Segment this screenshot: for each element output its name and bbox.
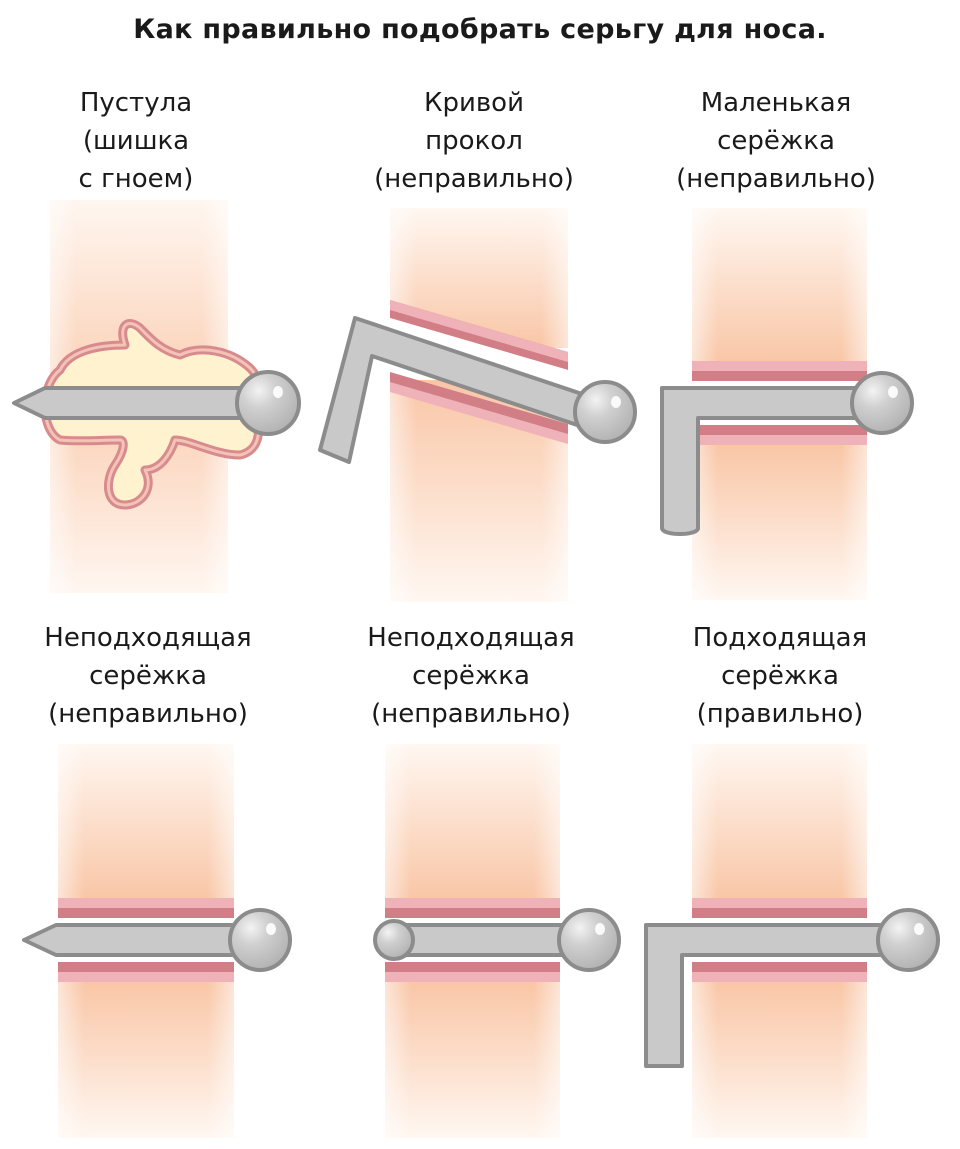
panel-label-pustule: Пустула (шишка с гноем) — [0, 84, 296, 198]
ball-highlight — [914, 923, 924, 935]
label-line: прокол — [425, 126, 523, 156]
stud-ball — [235, 370, 301, 436]
label-line: (неправильно) — [371, 699, 571, 729]
canal-upper-dark — [58, 908, 234, 918]
screw-ball — [573, 380, 637, 444]
label-line: Неподходящая — [367, 623, 575, 653]
stud-ball — [876, 908, 940, 972]
canal-lower-light — [692, 972, 867, 982]
diagram-title: Как правильно подобрать серьгу для носа. — [133, 14, 827, 45]
ball-highlight — [266, 923, 276, 935]
unsuitable-earring-pointed-panel — [22, 744, 292, 1138]
label-line: Маленькая — [700, 88, 852, 118]
stud-ball — [228, 908, 292, 972]
label-line: Неподходящая — [44, 623, 252, 653]
stud-pin — [12, 386, 260, 420]
canal-upper-light — [692, 361, 867, 371]
stud-ball — [850, 371, 914, 435]
small-earring-panel — [660, 208, 914, 600]
label-line: Кривой — [424, 88, 524, 118]
suitable-earring-panel — [644, 744, 940, 1138]
canal-lower-dark — [692, 425, 867, 435]
label-line: серёжка — [717, 126, 835, 156]
canal-upper-light — [692, 898, 867, 908]
panel-label-unsuitable-earring-2: Неподходящая серёжка (неправильно) — [311, 619, 631, 733]
canal-upper-dark — [385, 908, 560, 918]
canal-upper-light — [390, 300, 568, 362]
panel-label-unsuitable-earring-1: Неподходящая серёжка (неправильно) — [0, 619, 308, 733]
label-line: (неправильно) — [676, 164, 876, 194]
label-line: (правильно) — [696, 699, 864, 729]
stud-pin — [393, 923, 587, 957]
label-line: (неправильно) — [48, 699, 248, 729]
stud-ball-left — [373, 919, 415, 961]
canal-upper-dark — [692, 908, 867, 918]
ball-highlight — [273, 386, 283, 398]
ball-highlight — [595, 923, 605, 935]
label-line: с гноем) — [78, 164, 194, 194]
label-line: Подходящая — [692, 623, 868, 653]
label-line: (шишка — [82, 126, 190, 156]
canal-upper-light — [385, 898, 560, 908]
canal-upper-light — [58, 898, 234, 908]
panel-label-suitable-earring: Подходящая серёжка (правильно) — [620, 619, 940, 733]
pus-bump-inner — [43, 322, 261, 507]
stud-ball-right — [557, 908, 621, 972]
label-line: серёжка — [89, 661, 207, 691]
panel-label-crooked-piercing: Кривой прокол (неправильно) — [314, 84, 634, 198]
canal-lower-dark — [692, 962, 867, 972]
unsuitable-earring-balls-panel — [373, 744, 621, 1138]
canal-lower-light — [692, 435, 867, 445]
panel-label-small-earring: Маленькая серёжка (неправильно) — [616, 84, 936, 198]
pustule-panel — [12, 200, 301, 593]
ball-highlight — [611, 396, 621, 408]
canal-lower-light — [58, 972, 234, 982]
label-line: (неправильно) — [374, 164, 574, 194]
label-line: Пустула — [79, 88, 193, 118]
label-line: серёжка — [721, 661, 839, 691]
canal-lower-dark — [58, 962, 234, 972]
canal-lower-dark — [385, 962, 560, 972]
stud-pin — [22, 923, 252, 957]
canal-lower-light — [385, 972, 560, 982]
label-line: серёжка — [412, 661, 530, 691]
ball-highlight — [888, 386, 898, 398]
crooked-piercing-panel — [318, 208, 637, 602]
canal-upper-dark — [692, 371, 867, 381]
canal-lower-light — [390, 382, 568, 444]
